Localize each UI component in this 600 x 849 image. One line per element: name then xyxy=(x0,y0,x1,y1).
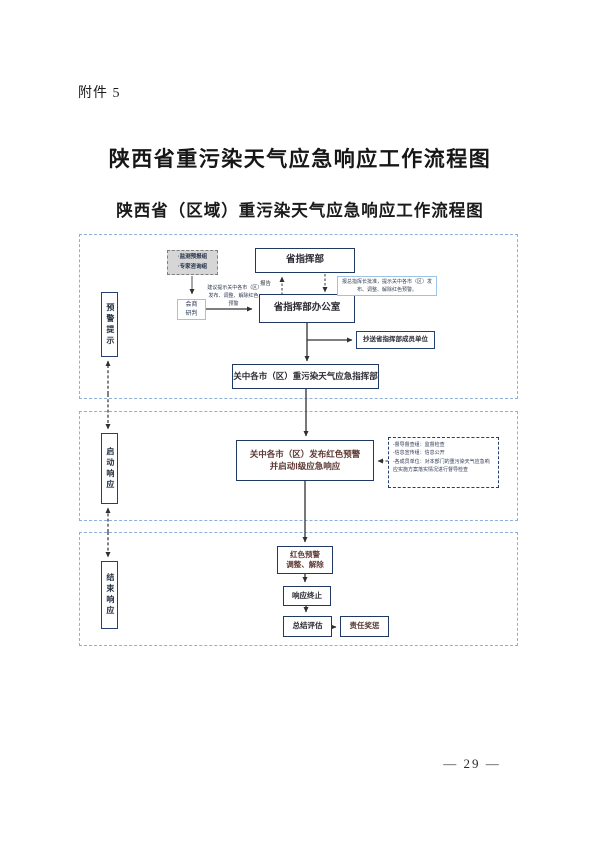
section-start-response-stage xyxy=(79,411,518,521)
stage-label-warning: 预警提示 xyxy=(101,292,118,357)
node-reward-punishment: 责任奖惩 xyxy=(340,616,389,637)
node-province-command-office: 省指挥部办公室 xyxy=(259,294,355,323)
note-member-tasks: -督导督查组：监督检查 -信息宣传组：信息公开 -各成员单位：对本部门的重污染天… xyxy=(388,437,499,488)
stage-label-end-response: 结束响应 xyxy=(101,561,118,629)
node-city-command: 关中各市（区）重污染天气应急指挥部 xyxy=(232,364,379,389)
label-suggest-note: 建议提示关中各市（区）发布、调整、解除红色预警 xyxy=(207,285,260,307)
node-consult-judge: 会商 研判 xyxy=(177,299,206,320)
section-end-response-stage xyxy=(79,532,518,646)
node-monitor-expert-groups: ·监测预报组 ·专家咨询组 xyxy=(167,250,218,275)
node-copy-to-members: 抄送省指挥部成员单位 xyxy=(356,331,435,349)
page-number: — 29 — xyxy=(443,756,501,771)
label-report: 报告 xyxy=(260,281,272,287)
flowchart-subtitle: 陕西省（区域）重污染天气应急响应工作流程图 xyxy=(116,201,484,220)
stage-label-start-response: 启动响应 xyxy=(101,433,118,504)
attachment-label: 附件 5 xyxy=(78,86,121,101)
node-summary-evaluation: 总结评估 xyxy=(283,616,332,637)
node-adjust-lift-alert: 红色预警 调整、解除 xyxy=(277,546,333,574)
node-issue-red-alert: 关中各市（区）发布红色预警 并启动Ⅰ级应急响应 xyxy=(236,440,374,481)
page-title: 陕西省重污染天气应急响应工作流程图 xyxy=(108,147,492,171)
note-approve: 报总指挥长批准，提示关中各市（区）发布、调整、解除红色预警。 xyxy=(337,276,437,296)
node-province-command: 省指挥部 xyxy=(255,248,355,273)
node-response-terminate: 响应终止 xyxy=(283,586,331,606)
section-warning-stage xyxy=(79,234,518,399)
